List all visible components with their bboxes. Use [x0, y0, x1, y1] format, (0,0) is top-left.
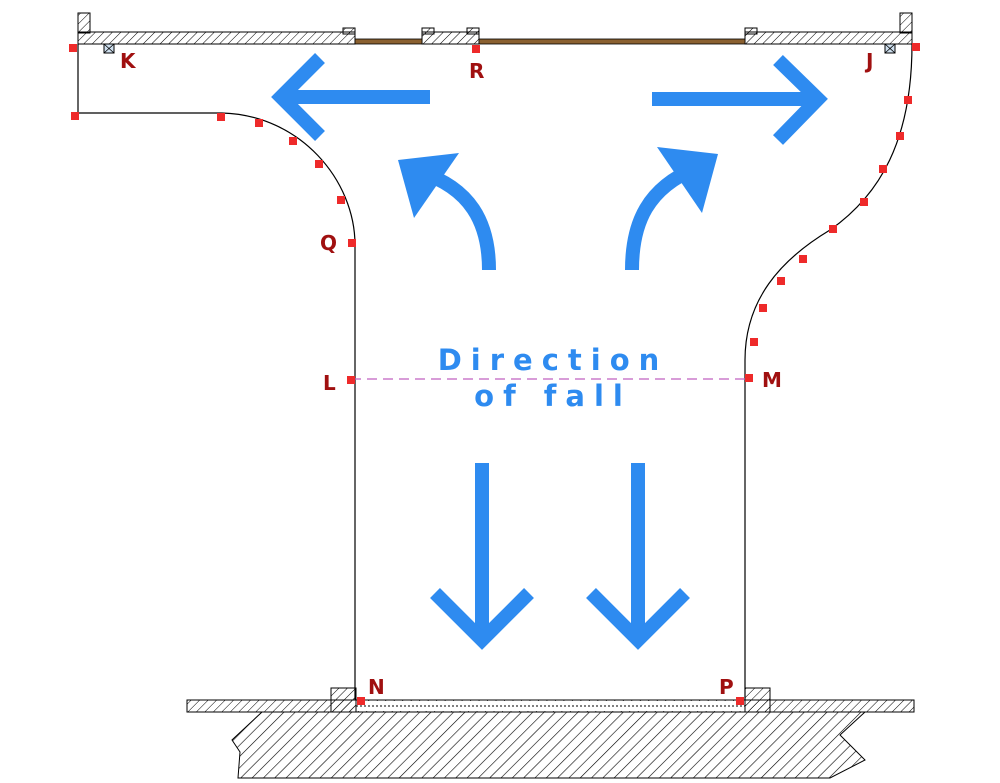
top-wall-post-right	[899, 12, 913, 34]
top-wall-left	[77, 31, 356, 45]
top-wall-right	[744, 31, 913, 45]
marker	[348, 239, 356, 247]
direction-label-line1: Direction	[438, 343, 669, 377]
marker	[255, 119, 263, 127]
marker	[904, 96, 912, 104]
marker	[829, 225, 837, 233]
marker	[71, 112, 79, 120]
top-wall-post-a	[342, 27, 356, 35]
marker	[315, 160, 323, 168]
marker	[860, 198, 868, 206]
marker	[357, 697, 365, 705]
right-arrow	[652, 54, 828, 145]
top-wall-middle	[421, 31, 480, 45]
marker	[347, 376, 355, 384]
point-label-m: M	[762, 368, 782, 392]
floor-opening	[356, 701, 745, 711]
marker	[912, 43, 920, 51]
boundary-markers	[69, 43, 920, 705]
marker	[289, 137, 297, 145]
marker	[736, 697, 744, 705]
point-label-k: K	[120, 49, 137, 73]
marker	[799, 255, 807, 263]
top-wall-post-d	[744, 27, 758, 35]
top-wall-post-b	[421, 27, 435, 35]
point-label-l: L	[323, 371, 336, 395]
point-label-p: P	[719, 675, 734, 699]
marker	[759, 304, 767, 312]
curved-up-right-arrow	[625, 147, 718, 271]
marker	[69, 44, 77, 52]
marker	[896, 132, 904, 140]
top-wall-post-left	[77, 12, 91, 34]
top-wall-post-c	[466, 27, 480, 35]
point-label-n: N	[368, 675, 385, 699]
marker	[750, 338, 758, 346]
direction-label-line2: of fall	[474, 379, 632, 413]
fall-arrows	[271, 53, 828, 650]
marker	[472, 45, 480, 53]
point-label-r: R	[469, 59, 484, 83]
door-right	[478, 38, 746, 45]
corner-marker-right	[884, 43, 896, 54]
marker	[777, 277, 785, 285]
marker	[879, 165, 887, 173]
ground-mass	[231, 711, 867, 779]
curved-up-left-arrow	[398, 153, 496, 271]
wall-post-bottom-left	[330, 687, 357, 713]
point-label-j: J	[864, 49, 873, 73]
area-outline-left	[77, 44, 356, 700]
marker	[745, 374, 753, 382]
point-label-q: Q	[320, 231, 337, 255]
marker	[217, 113, 225, 121]
door-left	[354, 38, 423, 45]
corner-marker-left	[103, 43, 115, 54]
wall-post-bottom-right	[744, 687, 771, 713]
down-arrow-left	[430, 463, 534, 650]
left-arrow	[271, 53, 430, 141]
down-arrow-right	[586, 463, 690, 650]
marker	[337, 196, 345, 204]
